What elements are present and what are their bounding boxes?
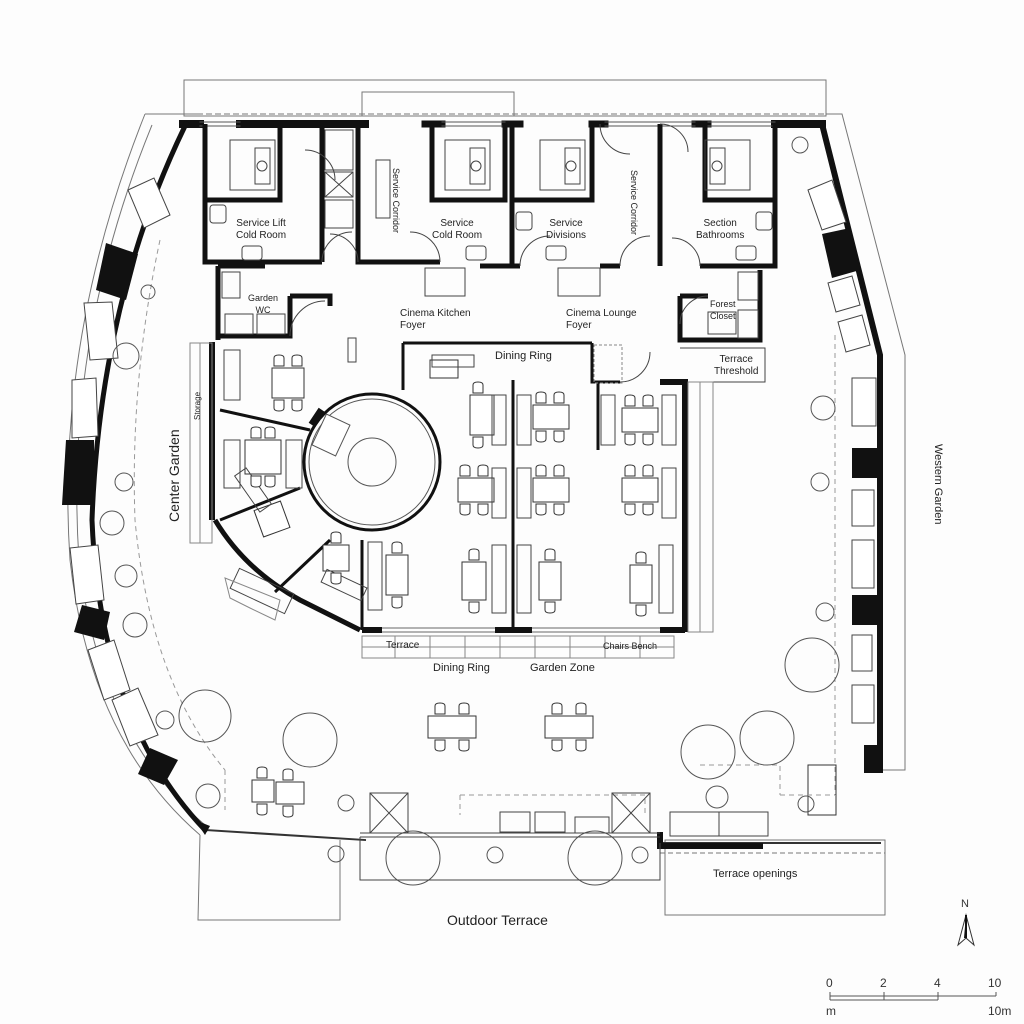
scale-bar xyxy=(829,992,997,1001)
zone-label-dining-ring-top: Dining Ring xyxy=(495,350,552,362)
zone-label-garden-zone: Garden Zone xyxy=(530,662,595,674)
sofas xyxy=(223,349,769,837)
zone-label-center-garden: Center Garden xyxy=(166,429,182,522)
west-window-seats xyxy=(69,177,171,747)
room-label-garden-wc: Garden WC xyxy=(248,292,278,316)
zone-label-chairs-bench: Chairs Bench xyxy=(603,641,658,651)
scale-tick-10: 10 xyxy=(988,976,1002,990)
zone-label-terrace-threshold: Terrace Threshold xyxy=(714,354,758,378)
foyer-label-line: Cinema Kitchen xyxy=(400,308,471,319)
scale-tick-2: 2 xyxy=(880,976,887,990)
zone-label-line: Threshold xyxy=(714,366,759,377)
room-label-forest-closet: Forest Closet xyxy=(710,298,736,322)
scale-unit-right: 10m xyxy=(988,1004,1012,1018)
east-piers xyxy=(822,228,882,773)
zone-label-terrace-openings: Terrace openings xyxy=(713,868,798,880)
zone-label-dining-ring-bottom: Dining Ring xyxy=(433,662,490,674)
foyer-label-line: Foyer xyxy=(400,320,426,331)
room-label-line: Section xyxy=(703,218,737,229)
scale-unit-left: m xyxy=(826,1004,836,1018)
scale-tick-4: 4 xyxy=(934,976,941,990)
room-label-line: Bathrooms xyxy=(696,230,745,241)
site-outline xyxy=(67,79,906,921)
room-label-line: WC xyxy=(255,305,271,315)
west-piers xyxy=(62,243,210,835)
room-label-line: Service xyxy=(549,218,583,229)
room-label-line: Divisions xyxy=(546,230,587,241)
room-label-line: Service xyxy=(440,218,474,229)
room-label-service-lift: Service Lift Cold Room xyxy=(236,218,286,242)
room-label-service-cold-room: Service Cold Room xyxy=(432,218,482,242)
corridor-label-right: Service Corridor xyxy=(629,170,639,236)
zone-label-western-garden: Western Garden xyxy=(932,444,944,525)
scale-tick-0: 0 xyxy=(826,976,833,990)
south-bar xyxy=(359,792,661,881)
north-arrow-icon xyxy=(957,913,975,947)
room-label-service-divisions: Service Divisions xyxy=(546,218,586,242)
central-round-room xyxy=(302,392,442,532)
room-label-section-bathrooms: Section Bathrooms xyxy=(696,218,744,242)
corridor-label-left: Service Corridor xyxy=(391,168,401,234)
north-arrow-label: N xyxy=(961,898,969,910)
foyer-label-cinema-kitchen: Cinema Kitchen Foyer xyxy=(400,308,471,332)
service-block-fixtures xyxy=(209,123,773,363)
zone-label-line: Terrace xyxy=(719,354,753,365)
room-label-line: Closet xyxy=(710,311,736,321)
storage-label: Storage xyxy=(193,391,202,420)
zone-label-outdoor-terrace: Outdoor Terrace xyxy=(447,912,548,928)
room-label-line: Cold Room xyxy=(432,230,483,241)
terrace-grid xyxy=(189,342,714,659)
room-label-line: Cold Room xyxy=(236,230,287,241)
room-label-line: Forest xyxy=(710,299,736,309)
zone-label-terrace: Terrace xyxy=(386,640,420,651)
dining-walls xyxy=(209,341,766,633)
room-label-line: Garden xyxy=(248,293,279,303)
east-window-seats xyxy=(807,179,877,724)
zone-dashes xyxy=(133,239,836,815)
foyer-label-line: Cinema Lounge xyxy=(566,308,637,319)
foyer-label-line: Foyer xyxy=(566,320,592,331)
dining-tables xyxy=(244,359,837,816)
room-label-line: Service Lift xyxy=(236,218,286,229)
trees xyxy=(99,136,840,886)
foyer-label-cinema-lounge: Cinema Lounge Foyer xyxy=(566,308,637,332)
